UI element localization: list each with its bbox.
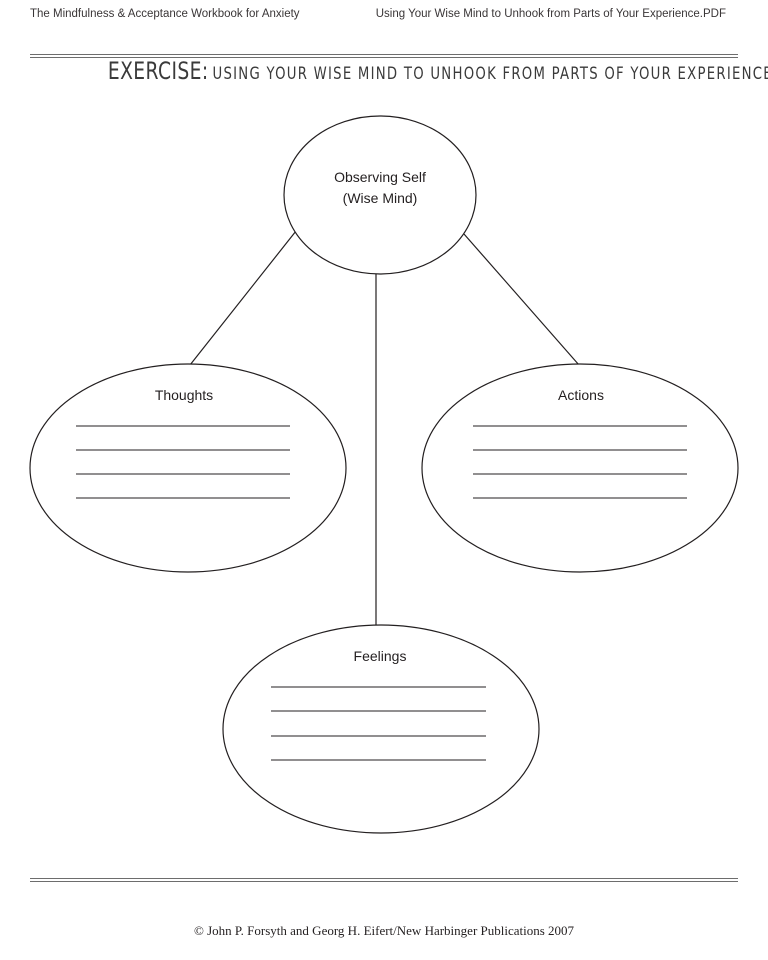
bottom-rule-lower — [30, 881, 738, 882]
node-thoughts: Thoughts — [29, 363, 347, 573]
node-actions: Actions — [421, 363, 739, 573]
node-feelings: Feelings — [222, 624, 540, 834]
node-thoughts-ellipse — [29, 363, 347, 573]
top-rule-lower — [30, 57, 738, 58]
exercise-title-text: USING YOUR WISE MIND TO UNHOOK FROM PART… — [212, 64, 768, 84]
node-feelings-ellipse — [222, 624, 540, 834]
copyright-notice: © John P. Forsyth and Georg H. Eifert/Ne… — [193, 923, 575, 938]
connector-actions — [463, 233, 580, 366]
node-feelings-label: Feelings — [354, 648, 407, 664]
node-actions-label: Actions — [558, 387, 604, 403]
bottom-rule-upper — [30, 878, 738, 879]
header-book-title: The Mindfulness & Acceptance Workbook fo… — [30, 8, 300, 20]
node-observing-self-label: Observing Self — [334, 169, 426, 185]
top-rule-upper — [30, 54, 738, 55]
node-observing-self: Observing Self (Wise Mind) — [283, 115, 477, 275]
node-thoughts-label: Thoughts — [155, 387, 213, 403]
connector-thoughts — [189, 230, 297, 366]
exercise-title-prefix: EXERCISE: — [107, 57, 209, 85]
node-actions-ellipse — [421, 363, 739, 573]
node-observing-self-sublabel: (Wise Mind) — [343, 190, 418, 206]
header-document-title: Using Your Wise Mind to Unhook from Part… — [375, 8, 726, 20]
node-observing-self-ellipse — [283, 115, 477, 275]
exercise-title: EXERCISE: USING YOUR WISE MIND TO UNHOOK… — [107, 57, 768, 85]
